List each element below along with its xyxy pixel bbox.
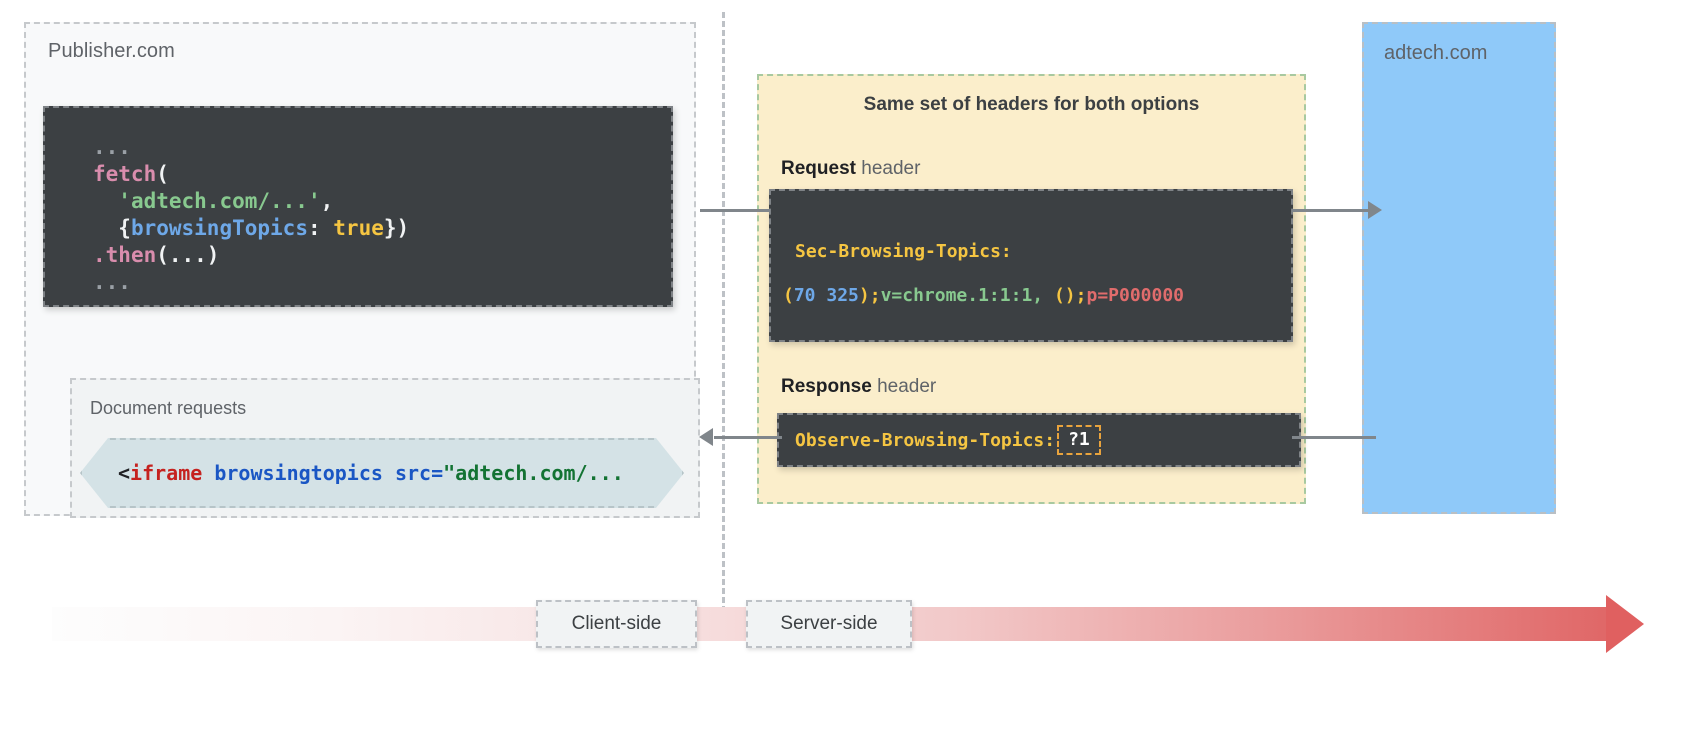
timeline-arrowhead-icon bbox=[1606, 595, 1644, 653]
code-dots-top: ... bbox=[93, 135, 131, 159]
sec-browsing-topics-name: Sec-Browsing-Topics: bbox=[795, 241, 1012, 262]
code-brace-open: { bbox=[118, 216, 131, 240]
iframe-snippet-chevron: <iframe browsingtopics src="adtech.com/.… bbox=[80, 438, 684, 508]
publisher-panel: Publisher.com ... fetch( 'adtech.com/...… bbox=[24, 22, 700, 518]
request-arrowhead-icon bbox=[1368, 201, 1382, 219]
document-requests-label: Document requests bbox=[90, 398, 247, 418]
value-empty-paren: (); bbox=[1043, 285, 1087, 306]
code-option-value: true bbox=[333, 216, 384, 240]
request-header-code-block: Sec-Browsing-Topics: (70 325);v=chrome.1… bbox=[769, 189, 1293, 342]
client-server-divider bbox=[722, 12, 725, 612]
code-then-dot: . bbox=[93, 243, 106, 267]
response-header-label-bold: Response bbox=[781, 376, 872, 397]
value-close-paren: ); bbox=[858, 285, 881, 306]
document-requests-panel: Document requests <iframe browsingtopics… bbox=[70, 378, 700, 518]
value-version: v=chrome.1:1:1, bbox=[880, 285, 1044, 306]
sec-browsing-topics-value: (70 325);v=chrome.1:1:1, ();p=P000000 bbox=[783, 285, 1184, 306]
headers-panel-title: Same set of headers for both options bbox=[863, 94, 1200, 115]
code-brace-close: }) bbox=[383, 216, 410, 240]
value-padding: p=P000000 bbox=[1086, 285, 1185, 306]
observe-browsing-topics-name: Observe-Browsing-Topics: bbox=[795, 429, 1056, 451]
response-arrow-right-segment bbox=[1292, 436, 1376, 439]
code-url-string: 'adtech.com/...' bbox=[118, 189, 321, 213]
observe-browsing-topics-value: ?1 bbox=[1057, 425, 1101, 455]
iframe-tag: iframe bbox=[130, 461, 203, 485]
request-header-label: Request header bbox=[781, 158, 920, 180]
request-header-label-rest: header bbox=[855, 158, 921, 179]
response-header-code-block: Observe-Browsing-Topics: ?1 bbox=[777, 413, 1301, 467]
client-side-label: Client-side bbox=[536, 600, 697, 648]
iframe-value: "adtech.com/... bbox=[443, 461, 624, 485]
request-arrow-left-segment bbox=[700, 209, 770, 212]
adtech-label: adtech.com bbox=[1384, 42, 1488, 64]
server-side-label: Server-side bbox=[746, 600, 912, 648]
iframe-angle: < bbox=[118, 461, 131, 485]
code-then-args: (...) bbox=[156, 243, 220, 267]
code-option-key: browsingTopics bbox=[130, 216, 308, 240]
response-arrowhead-icon bbox=[699, 428, 713, 446]
fetch-code-block: ... fetch( 'adtech.com/...', {browsingTo… bbox=[43, 106, 673, 307]
iframe-attr: browsingtopics src= bbox=[202, 461, 444, 485]
code-dots-bottom: ... bbox=[93, 270, 131, 294]
response-header-label: Response header bbox=[781, 376, 936, 398]
code-open-paren: ( bbox=[156, 162, 169, 186]
code-then-name: then bbox=[105, 243, 157, 267]
value-open-paren: ( bbox=[783, 285, 794, 306]
request-arrow-right-segment bbox=[1292, 209, 1374, 212]
iframe-snippet-code: <iframe browsingtopics src="adtech.com/.… bbox=[82, 461, 624, 485]
code-fetch-name: fetch bbox=[93, 162, 157, 186]
code-colon: : bbox=[307, 216, 321, 240]
value-topic-ids: 70 325 bbox=[793, 285, 859, 306]
adtech-panel: adtech.com bbox=[1362, 22, 1556, 514]
publisher-label: Publisher.com bbox=[48, 40, 175, 62]
response-arrow-left-segment bbox=[714, 436, 782, 439]
fetch-code: ... fetch( 'adtech.com/...', {browsingTo… bbox=[45, 124, 671, 296]
request-header-label-bold: Request bbox=[781, 158, 856, 179]
response-header-label-rest: header bbox=[871, 376, 937, 397]
code-comma: , bbox=[320, 189, 334, 213]
